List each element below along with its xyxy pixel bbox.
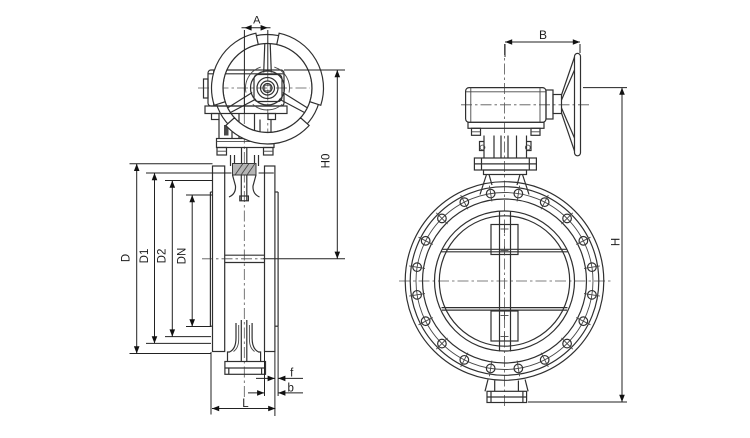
svg-text:f: f <box>290 368 294 380</box>
svg-text:DN: DN <box>177 248 189 265</box>
svg-text:L: L <box>242 398 249 410</box>
svg-text:D: D <box>121 254 133 262</box>
svg-text:D2: D2 <box>157 249 169 264</box>
svg-text:D1: D1 <box>139 249 151 264</box>
svg-text:B: B <box>539 28 547 42</box>
svg-text:A: A <box>253 15 261 27</box>
svg-text:H: H <box>611 238 623 246</box>
svg-text:b: b <box>287 383 293 395</box>
svg-text:H0: H0 <box>320 154 332 169</box>
